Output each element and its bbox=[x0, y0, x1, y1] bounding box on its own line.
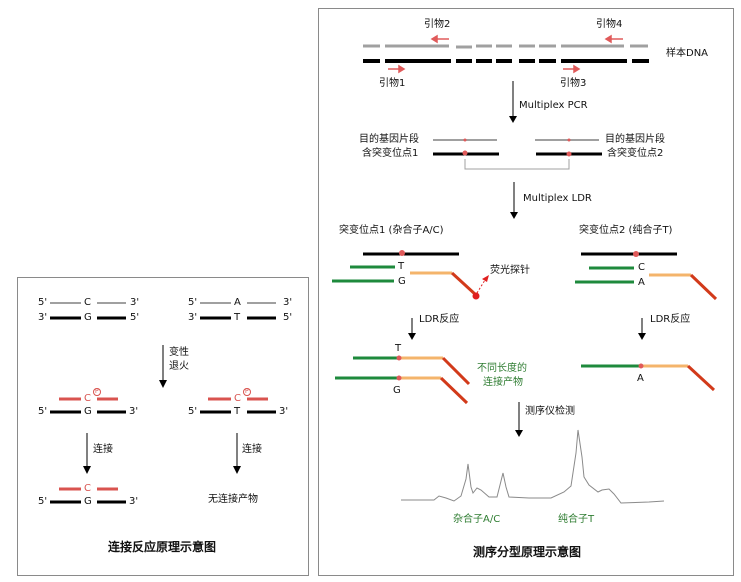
peak-label-heterozygous: 杂合子A/C bbox=[453, 514, 501, 525]
label-5prime: 5' bbox=[188, 297, 198, 308]
multiplex-pcr-label: Multiplex PCR bbox=[519, 100, 588, 111]
site1-heading: 突变位点1 (杂合子A/C) bbox=[339, 225, 444, 236]
primer3-arrowhead bbox=[573, 64, 581, 74]
multiplex-ldr-label: Multiplex LDR bbox=[523, 193, 592, 204]
site1-tail bbox=[450, 271, 478, 297]
pcr-arrow-head bbox=[509, 116, 517, 123]
product-base-t: T bbox=[395, 343, 402, 354]
label-3prime: 3' bbox=[283, 297, 293, 308]
mutation-dot bbox=[462, 150, 468, 156]
no-product-label: 无连接产物 bbox=[208, 494, 258, 505]
ligation-label-right: 连接 bbox=[242, 444, 262, 455]
site1-base-g: G bbox=[398, 276, 406, 287]
base-g: G bbox=[84, 312, 92, 323]
primer3-label: 引物3 bbox=[560, 78, 587, 89]
probe-base-right: C bbox=[234, 393, 241, 404]
ligation-label-left: 连接 bbox=[93, 444, 113, 455]
mutation-dot bbox=[638, 363, 644, 369]
mutation-dot bbox=[463, 138, 467, 142]
label-5prime: 5' bbox=[38, 406, 48, 417]
phosphate-icon: P bbox=[93, 388, 101, 396]
denature-arrow-head bbox=[159, 380, 167, 388]
label-3prime: 3' bbox=[38, 312, 48, 323]
ldr-reaction-arrow-left-head bbox=[408, 333, 416, 340]
fluor-pointer bbox=[476, 279, 486, 294]
site2-base-c: C bbox=[638, 262, 645, 273]
product-g-tail bbox=[439, 376, 469, 405]
primer4-label: 引物4 bbox=[596, 19, 623, 30]
label-5prime: 5' bbox=[283, 312, 293, 323]
label-5prime: 5' bbox=[38, 297, 48, 308]
right-panel-title: 测序分型原理示意图 bbox=[473, 545, 582, 559]
anneal-label: 退火 bbox=[169, 361, 189, 372]
label-3prime: 3' bbox=[279, 406, 289, 417]
denature-label: 变性 bbox=[169, 347, 189, 358]
site2-fragment-label: 含突变位点2 bbox=[607, 148, 664, 159]
label-5prime: 5' bbox=[188, 406, 198, 417]
products-label-line2: 连接产物 bbox=[483, 377, 523, 388]
mutation-dot bbox=[399, 250, 405, 256]
product-a-tail bbox=[686, 364, 716, 392]
ligated-base-bottom: G bbox=[84, 496, 92, 507]
ldr-arrow-head bbox=[510, 212, 518, 219]
label-3prime: 3' bbox=[188, 312, 198, 323]
label-3prime: 3' bbox=[129, 406, 139, 417]
primer2-arrowhead bbox=[430, 34, 438, 44]
left-panel-title: 连接反应原理示意图 bbox=[108, 540, 217, 554]
sequencer-arrow-head bbox=[515, 430, 523, 437]
base-a: A bbox=[234, 297, 241, 308]
sample-dna-label: 样本DNA bbox=[666, 48, 709, 59]
product-t-tail bbox=[441, 356, 471, 386]
label-3prime: 3' bbox=[129, 496, 139, 507]
ligated-base-top: C bbox=[84, 483, 91, 494]
ligation-principle-panel: 5' C 3' 3' G 5' 5' A 3' 3' T 5' 变性 退火 C … bbox=[17, 277, 309, 576]
ligation-arrow-left-head bbox=[83, 466, 91, 474]
ligation-diagram-graphics bbox=[50, 302, 276, 504]
annealed-base-left: G bbox=[84, 406, 92, 417]
ldr-reaction-label-right: LDR反应 bbox=[650, 314, 691, 325]
product-base-g: G bbox=[393, 385, 401, 396]
mutation-dot bbox=[567, 138, 571, 142]
site2-base-a: A bbox=[638, 277, 645, 288]
mutation-dot bbox=[396, 375, 402, 381]
ligation-arrow-right-head bbox=[233, 466, 241, 474]
site1-base-t: T bbox=[398, 261, 405, 272]
primer2-label: 引物2 bbox=[424, 19, 451, 30]
mutation-dot bbox=[566, 151, 572, 157]
fluorescent-dot bbox=[472, 292, 480, 300]
primer1-arrowhead bbox=[398, 64, 406, 74]
fluorescent-probe-label: 荧光探针 bbox=[490, 265, 530, 276]
base-c: C bbox=[84, 297, 91, 308]
ldr-reaction-arrow-right-head bbox=[638, 333, 646, 340]
label-5prime: 5' bbox=[38, 496, 48, 507]
annealed-base-right: T bbox=[234, 406, 241, 417]
sample-dna-top-strand bbox=[363, 44, 648, 49]
fragment1-label: 目的基因片段 bbox=[359, 134, 419, 145]
site1-fragment-label: 含突变位点1 bbox=[362, 148, 419, 159]
primer1-label: 引物1 bbox=[379, 78, 406, 89]
base-t: T bbox=[234, 312, 241, 323]
probe-base-left: C bbox=[84, 393, 91, 404]
primer4-arrowhead bbox=[604, 34, 612, 44]
mutation-dot bbox=[633, 251, 639, 257]
site2-heading: 突变位点2 (纯合子T) bbox=[579, 225, 673, 236]
sequencer-label: 测序仪检测 bbox=[525, 406, 575, 417]
ldr-reaction-label-left: LDR反应 bbox=[419, 314, 460, 325]
fragment2-label: 目的基因片段 bbox=[605, 134, 665, 145]
electropherogram-trace bbox=[401, 429, 665, 504]
label-5prime: 5' bbox=[130, 312, 140, 323]
fragment-bracket bbox=[464, 159, 570, 170]
fluor-pointer-head bbox=[482, 275, 489, 282]
products-label-line1: 不同长度的 bbox=[477, 363, 527, 374]
product-base-a: A bbox=[637, 373, 644, 384]
mutation-dot bbox=[396, 355, 402, 361]
phosphate-icon: P bbox=[243, 388, 251, 396]
sequencing-diagram-graphics bbox=[332, 34, 718, 504]
sequencing-genotyping-panel: 引物2 引物4 样本DNA 引物1 引物3 Multiplex PCR 目的基因… bbox=[318, 8, 734, 576]
peak-label-homozygous: 纯合子T bbox=[558, 514, 595, 525]
site2-tail bbox=[689, 273, 718, 301]
label-3prime: 3' bbox=[130, 297, 140, 308]
